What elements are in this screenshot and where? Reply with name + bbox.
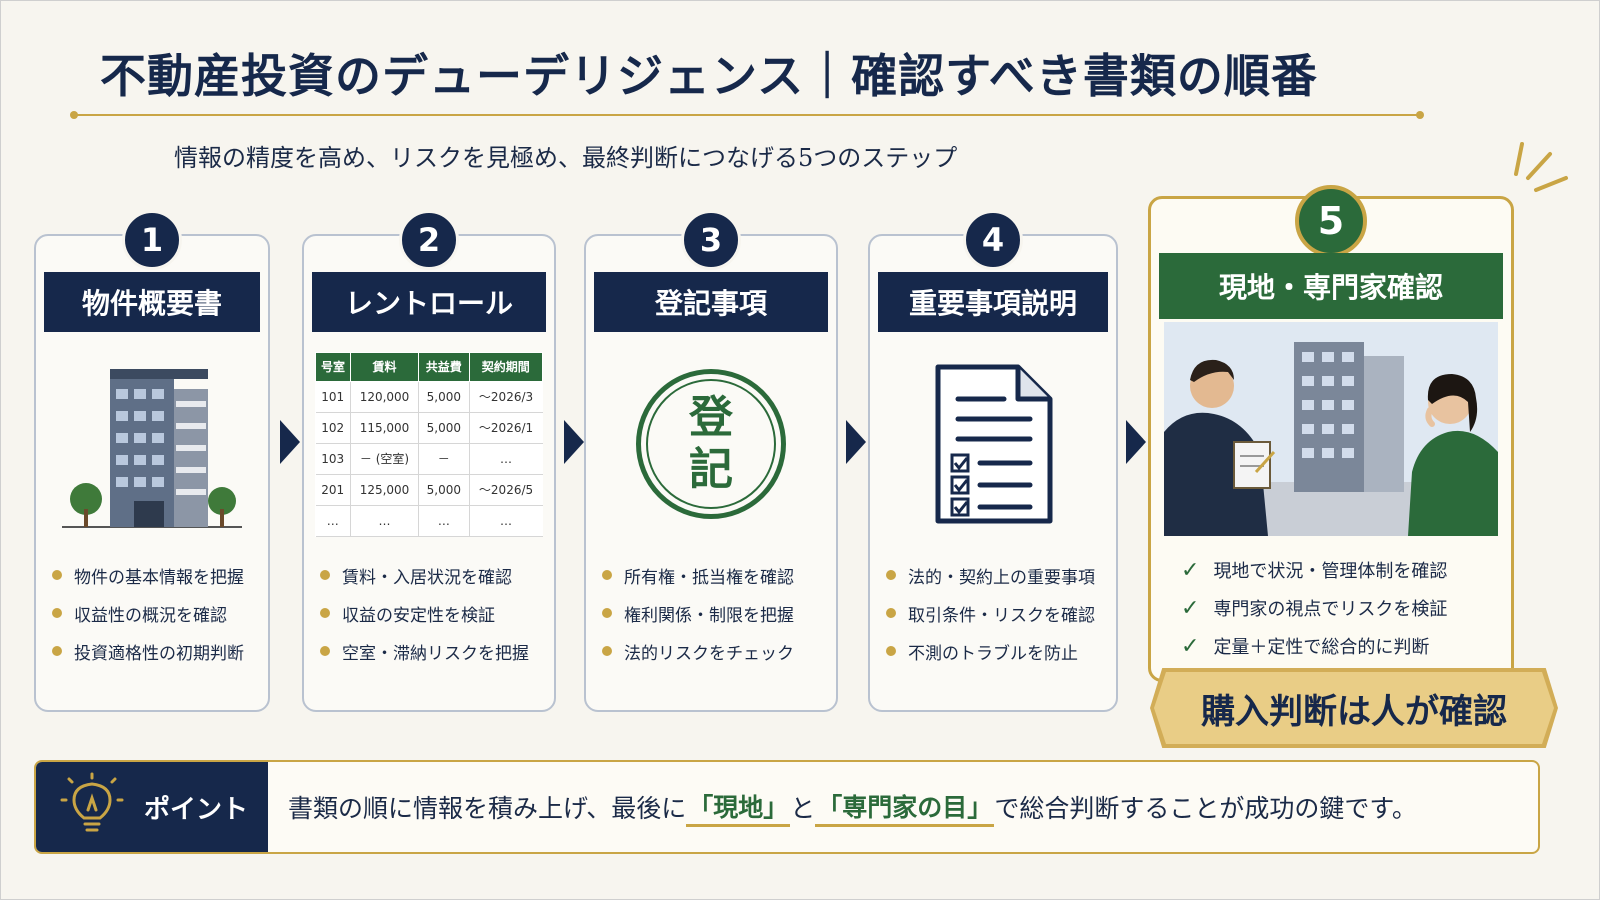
bullet-item: 法的リスクをチェック (602, 632, 826, 670)
point-label: ポイント (144, 794, 249, 825)
bullet-item: 賃料・入居状況を確認 (320, 556, 544, 594)
point-text-part: で総合判断することが成功の鍵です。 (994, 794, 1417, 823)
step-heading: 重要事項説明 (878, 272, 1108, 332)
step-bullets: 賃料・入居状況を確認 収益の安定性を検証 空室・滞納リスクを把握 (320, 556, 544, 670)
bullet-item: 空室・滞納リスクを把握 (320, 632, 544, 670)
bullet-item: ✓現地で状況・管理体制を確認 (1181, 557, 1448, 583)
seal-text: 登記 (689, 392, 733, 495)
check-icon: ✓ (1181, 557, 1200, 583)
step-number: 2 (399, 210, 459, 270)
highlight-site: 「現地」 (686, 788, 791, 827)
seal-stamp: 登記 (636, 369, 786, 519)
highlight-rays-icon (1514, 142, 1568, 192)
step-card-1: 1 物件概要書 物件の基本情報を把握 収益性の概況を確認 (34, 210, 270, 712)
lightbulb-icon (60, 772, 124, 832)
bullet-item: 収益性の概況を確認 (52, 594, 258, 632)
flow-arrow-icon (280, 420, 300, 464)
bullet-item: ✓定量＋定性で総合的に判断 (1181, 633, 1430, 659)
table-row: 103－ (空室)－… (315, 443, 543, 475)
step-heading: 現地・専門家確認 (1159, 253, 1503, 319)
column-header: 賃料 (349, 351, 420, 382)
badge-text: 購入判断は人が確認 (1201, 691, 1507, 732)
building-icon (44, 344, 260, 544)
step-card-3: 3 登記事項 登記 所有権・抵当権を確認 権利関係・制限を把握 法的リスクをチェ… (584, 210, 838, 712)
point-message: 書類の順に情報を積み上げ、最後に 「現地」 と 「専門家の目」 で総合判断するこ… (288, 762, 1417, 852)
bullet-item: 収益の安定性を検証 (320, 594, 544, 632)
point-text-part: と (790, 794, 816, 823)
step-bullets: 所有権・抵当権を確認 権利関係・制限を把握 法的リスクをチェック (602, 556, 826, 670)
table-row: ………… (315, 505, 543, 537)
final-decision-badge: 購入判断は人が確認 (1150, 668, 1558, 748)
step-bullets: 法的・契約上の重要事項 取引条件・リスクを確認 不測のトラブルを防止 (886, 556, 1106, 670)
bullet-item: 不測のトラブルを防止 (886, 632, 1106, 670)
point-callout: ポイント 書類の順に情報を積み上げ、最後に 「現地」 と 「専門家の目」 で総合… (34, 760, 1540, 854)
site-inspection-illustration (1159, 319, 1503, 539)
checklist-document-icon (878, 344, 1108, 544)
flow-arrow-icon (1126, 420, 1146, 464)
column-header: 共益費 (418, 351, 470, 382)
page-subtitle: 情報の精度を高め、リスクを見極め、最終判断につなげる5つのステップ (174, 144, 958, 172)
step-heading: 登記事項 (594, 272, 828, 332)
step-number: 3 (681, 210, 741, 270)
bullet-item: 投資適格性の初期判断 (52, 632, 258, 670)
step-card-5: 5 現地・専門家確認 (1148, 185, 1514, 682)
bullet-item: 法的・契約上の重要事項 (886, 556, 1106, 594)
flow-arrow-icon (564, 420, 584, 464)
bullet-item: 権利関係・制限を把握 (602, 594, 826, 632)
registry-seal-icon: 登記 (594, 344, 828, 544)
highlight-expert: 「専門家の目」 (815, 788, 995, 827)
step-bullets: 物件の基本情報を把握 収益性の概況を確認 投資適格性の初期判断 (52, 556, 258, 670)
page-title: 不動産投資のデューデリジェンス｜確認すべき書類の順番 (100, 49, 1318, 103)
bullet-item: 所有権・抵当権を確認 (602, 556, 826, 594)
column-header: 契約期間 (468, 351, 544, 382)
step-bullets: ✓現地で状況・管理体制を確認 ✓専門家の視点でリスクを検証 ✓定量＋定性で総合的… (1181, 551, 1501, 665)
column-header: 号室 (315, 351, 351, 382)
bullet-item: 取引条件・リスクを確認 (886, 594, 1106, 632)
step-card-4: 4 重要事項説明 法的・契約上の重要事項 取引条件・リスクを確認 不測のトラブル… (868, 210, 1118, 712)
step-heading: 物件概要書 (44, 272, 260, 332)
point-label-panel: ポイント (36, 762, 268, 852)
bullet-item: ✓専門家の視点でリスクを検証 (1181, 595, 1448, 621)
step-number: 4 (963, 210, 1023, 270)
bullet-item: 物件の基本情報を把握 (52, 556, 258, 594)
point-text-part: 書類の順に情報を積み上げ、最後に (288, 794, 687, 823)
check-icon: ✓ (1181, 633, 1200, 659)
check-icon: ✓ (1181, 595, 1200, 621)
step-number: 5 (1295, 185, 1367, 257)
step-number: 1 (122, 210, 182, 270)
title-divider (70, 111, 1424, 119)
flow-arrow-icon (846, 420, 866, 464)
step-heading: レントロール (312, 272, 546, 332)
